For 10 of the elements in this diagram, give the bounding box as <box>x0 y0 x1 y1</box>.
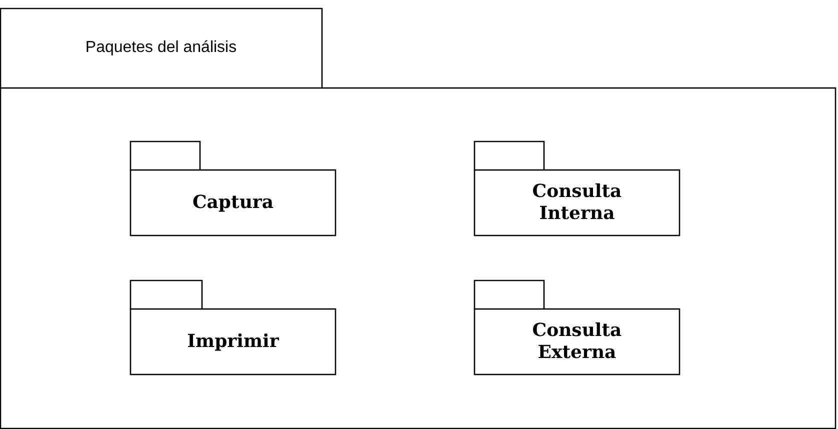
package <box>474 141 680 236</box>
package-name: Consulta Interna <box>531 181 623 225</box>
package-name: Imprimir <box>187 331 279 353</box>
package <box>0 8 836 429</box>
package <box>474 280 680 375</box>
package-name: Consulta Externa <box>531 320 623 364</box>
package-name: Paquetes del análisis <box>85 39 237 57</box>
package <box>130 280 336 375</box>
package-name: Captura <box>192 192 274 214</box>
package <box>130 141 336 236</box>
